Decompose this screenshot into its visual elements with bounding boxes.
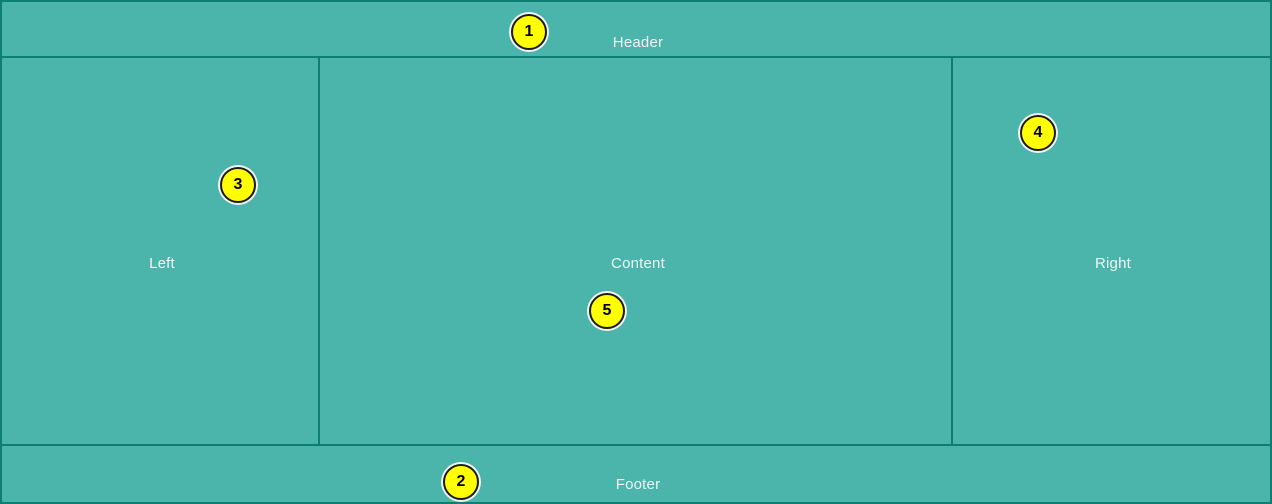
left-region[interactable]: Left 3 [2,58,320,444]
right-region[interactable]: Right 4 [953,58,1270,444]
header-region[interactable]: Header 1 [2,2,1270,58]
marker-2[interactable]: 2 [443,464,479,500]
footer-label: Footer [615,476,661,493]
middle-row: Left 3 Content 5 Right 4 [2,58,1270,446]
marker-5[interactable]: 5 [589,293,625,329]
left-label: Left [149,255,175,272]
marker-1[interactable]: 1 [511,14,547,50]
footer-region[interactable]: Footer 2 [2,446,1270,502]
content-region[interactable]: Content 5 [320,58,953,444]
marker-3[interactable]: 3 [220,167,256,203]
header-label: Header [612,34,664,51]
marker-4[interactable]: 4 [1020,115,1056,151]
right-label: Right [1094,255,1132,272]
content-label: Content [611,255,665,272]
